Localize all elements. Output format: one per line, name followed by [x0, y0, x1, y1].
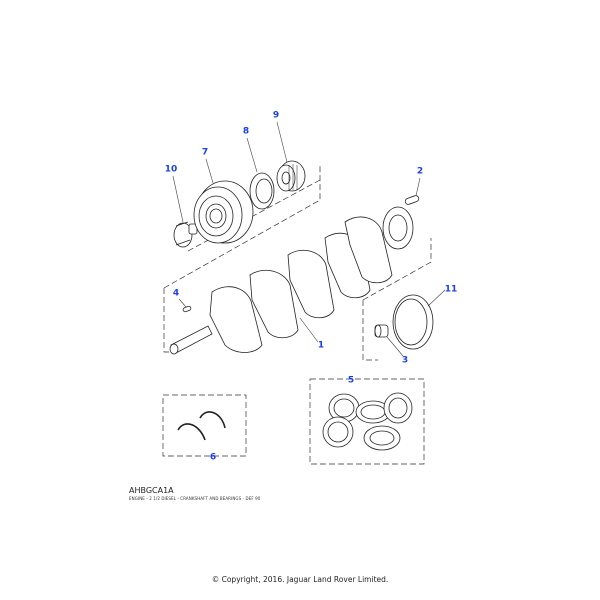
- part-5-bearing-shells: [322, 392, 413, 451]
- callout-4[interactable]: 4: [172, 288, 180, 299]
- part-2-dowel: [404, 195, 420, 205]
- part-8-seal: [249, 172, 275, 210]
- part-6-thrust-washers: [177, 411, 226, 441]
- callout-8[interactable]: 8: [242, 126, 250, 137]
- callout-9[interactable]: 9: [272, 110, 280, 121]
- dashed-frames: [162, 163, 432, 465]
- diagram-caption: ENGINE - 2 1/2 DIESEL - CRANKSHAFT AND B…: [129, 496, 261, 501]
- part-4-key: [182, 305, 192, 313]
- part-9-gear: [276, 160, 306, 192]
- copyright-notice: © Copyright, 2016. Jaguar Land Rover Lim…: [211, 575, 389, 584]
- leader-lines: [172, 121, 446, 357]
- callout-6[interactable]: 6: [209, 452, 217, 463]
- part-11-rear-seal: [392, 294, 434, 350]
- callout-11[interactable]: 11: [444, 284, 458, 295]
- part-7-pulley: [193, 180, 254, 244]
- callout-1[interactable]: 1: [317, 340, 325, 351]
- callout-7[interactable]: 7: [201, 147, 209, 158]
- part-3-bush: [374, 324, 389, 338]
- part-10-bolt: [173, 221, 198, 248]
- diagram-reference-code: AHBGCA1A: [129, 486, 174, 495]
- callout-10[interactable]: 10: [164, 164, 178, 175]
- callout-3[interactable]: 3: [401, 355, 409, 366]
- callout-5[interactable]: 5: [347, 375, 355, 386]
- callout-2[interactable]: 2: [416, 166, 424, 177]
- part-1-crankshaft: [169, 206, 414, 355]
